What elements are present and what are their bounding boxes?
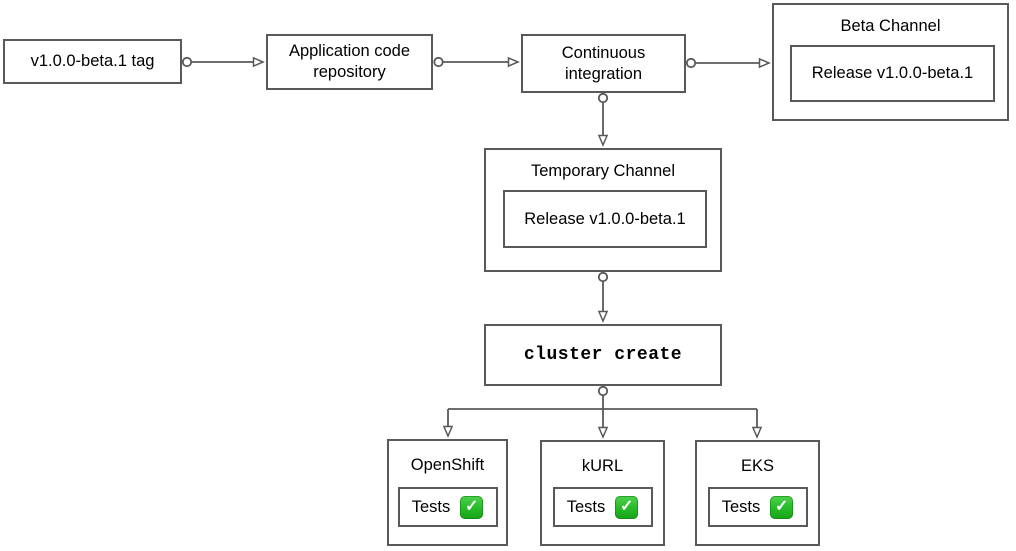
openshift-tests-label: Tests bbox=[411, 497, 451, 516]
eks-tests-box: Tests ✓ bbox=[707, 487, 808, 527]
beta-channel-release-label: Release v1.0.0-beta.1 bbox=[811, 64, 974, 83]
node-temporary-channel: Temporary Channel Release v1.0.0-beta.1 bbox=[484, 148, 722, 272]
edge-dot bbox=[597, 271, 609, 283]
temporary-channel-release-box: Release v1.0.0-beta.1 bbox=[503, 190, 707, 248]
node-app-code-repository-label: Application code repository bbox=[288, 42, 411, 81]
node-continuous-integration-label: Continuous integration bbox=[561, 43, 646, 83]
check-mark-glyph: ✓ bbox=[465, 498, 479, 515]
openshift-tests-box: Tests ✓ bbox=[397, 487, 498, 527]
edge-dot bbox=[597, 92, 609, 104]
node-openshift: OpenShift Tests ✓ bbox=[387, 439, 508, 546]
node-beta-channel: Beta Channel Release v1.0.0-beta.1 bbox=[772, 3, 1009, 121]
edge-dot bbox=[181, 56, 193, 68]
node-version-tag-label: v1.0.0-beta.1 tag bbox=[30, 52, 155, 71]
node-kurl: kURL Tests ✓ bbox=[540, 440, 665, 546]
edge-dot bbox=[685, 57, 697, 69]
edge-dot bbox=[597, 385, 609, 397]
check-mark-icon: ✓ bbox=[460, 495, 484, 519]
eks-tests-label: Tests bbox=[721, 497, 761, 516]
edge-dot bbox=[433, 56, 444, 68]
eks-title: EKS bbox=[740, 457, 775, 475]
kurl-tests-label: Tests bbox=[566, 497, 606, 516]
temporary-channel-title: Temporary Channel bbox=[531, 162, 675, 180]
check-mark-icon: ✓ bbox=[770, 495, 794, 519]
beta-channel-release-box: Release v1.0.0-beta.1 bbox=[790, 45, 995, 102]
kurl-title: kURL bbox=[581, 457, 624, 475]
kurl-tests-box: Tests ✓ bbox=[552, 487, 653, 527]
node-continuous-integration: Continuous integration bbox=[521, 34, 686, 93]
node-version-tag: v1.0.0-beta.1 tag bbox=[3, 39, 182, 84]
node-cluster-create-label: cluster create bbox=[523, 344, 683, 365]
node-app-code-repository: Application code repository bbox=[266, 34, 433, 90]
openshift-title: OpenShift bbox=[410, 456, 485, 474]
temporary-channel-release-label: Release v1.0.0-beta.1 bbox=[524, 209, 686, 228]
check-mark-glyph: ✓ bbox=[620, 498, 634, 515]
check-mark-glyph: ✓ bbox=[775, 498, 789, 515]
check-mark-icon: ✓ bbox=[615, 495, 639, 519]
node-eks: EKS Tests ✓ bbox=[695, 440, 820, 546]
node-cluster-create: cluster create bbox=[484, 324, 722, 386]
beta-channel-title: Beta Channel bbox=[840, 17, 941, 35]
